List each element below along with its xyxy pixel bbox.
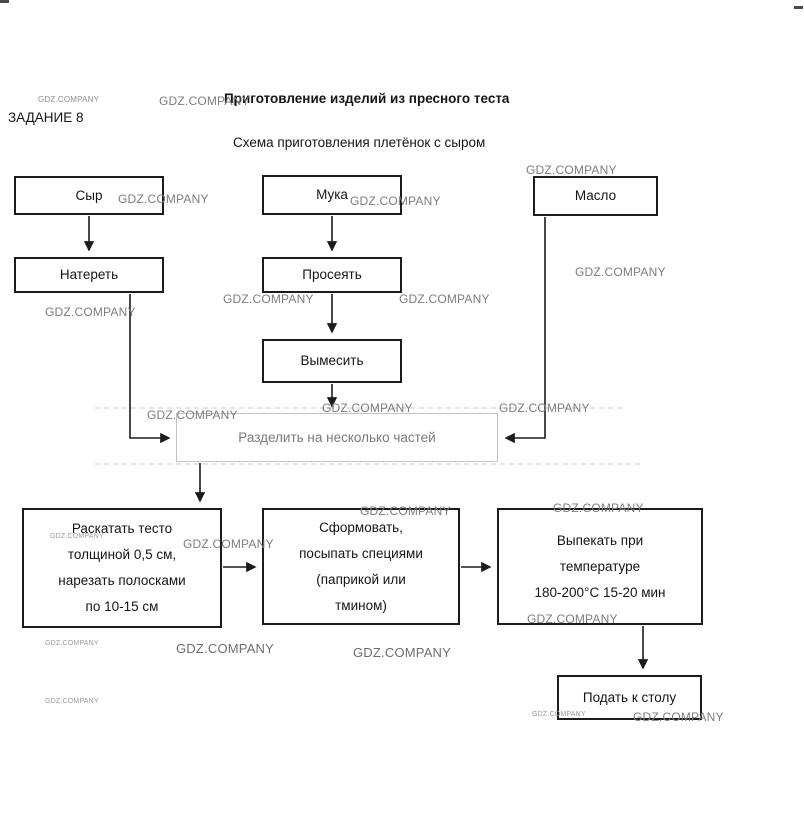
node-serve: Подать к столу	[557, 675, 702, 720]
node-flour: Мука	[262, 175, 402, 215]
watermark: GDZ.COMPANY	[176, 641, 275, 656]
watermark: GDZ.COMPANY	[399, 292, 490, 306]
page-title: Приготовление изделий из пресного теста	[224, 91, 510, 106]
arrow-grate-divide	[129, 294, 171, 444]
node-bake: Выпекать при температуре 180-200°С 15-20…	[497, 508, 703, 625]
watermark: GDZ.COMPANY	[499, 401, 590, 415]
watermark: GDZ.COMPANY	[575, 265, 666, 279]
node-butter: Масло	[533, 176, 658, 216]
node-divide: Разделить на несколько частей	[176, 413, 498, 462]
node-form: Сформовать, посыпать специями (паприкой …	[262, 508, 460, 625]
task-label: ЗАДАНИЕ 8	[8, 110, 84, 125]
arrow-butter-divide	[504, 217, 546, 444]
node-grate: Натереть	[14, 257, 164, 293]
watermark: GDZ.COMPANY	[223, 292, 314, 306]
node-knead: Вымесить	[262, 339, 402, 383]
scan-artifact-right	[794, 6, 803, 9]
scan-artifact-left	[0, 0, 9, 3]
node-roll: Раскатать тесто толщиной 0,5 см, нарезат…	[22, 508, 222, 628]
node-cheese: Сыр	[14, 176, 164, 215]
node-sift: Просеять	[262, 257, 402, 293]
watermark: GDZ.COMPANY	[38, 95, 100, 104]
watermark: GDZ.COMPANY	[45, 640, 99, 647]
watermark: GDZ.COMPANY	[526, 163, 617, 177]
watermark: GDZ.COMPANY	[45, 305, 136, 319]
diagram-subtitle: Схема приготовления плетёнок с сыром	[233, 135, 486, 150]
watermark: GDZ.COMPANY	[45, 698, 99, 705]
watermark: GDZ.COMPANY	[353, 645, 452, 660]
